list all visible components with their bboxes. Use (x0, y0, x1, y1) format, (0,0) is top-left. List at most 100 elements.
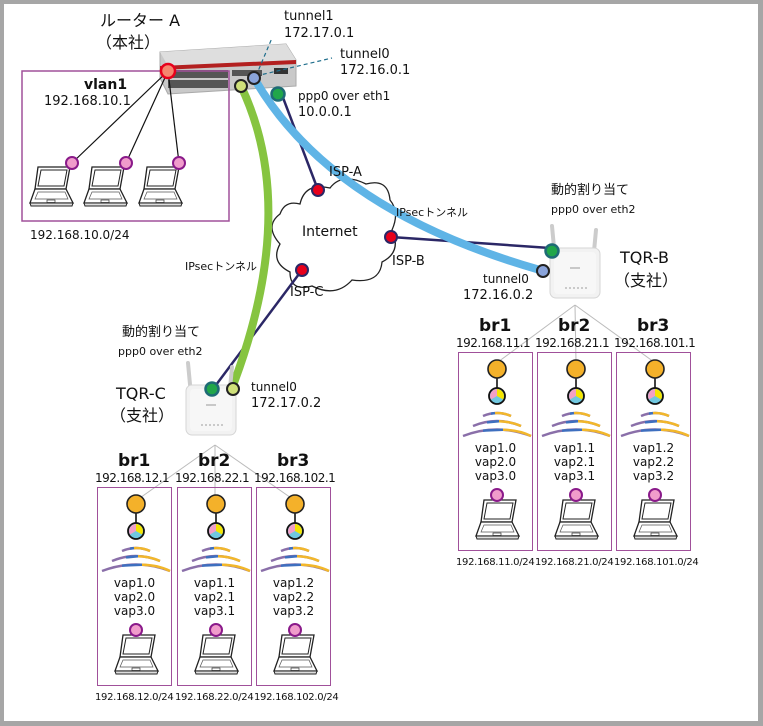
bridge-subnet: 192.168.21.0/24 (535, 557, 614, 568)
tqr-b-name: TQR-B (620, 248, 670, 267)
vap-name: vap1.1 (553, 441, 596, 455)
tunnel0-label: tunnel0 (340, 47, 390, 62)
tqr-b-wan-port-icon (544, 243, 560, 259)
vap-name: vap3.0 (113, 604, 156, 618)
vap-name: vap3.1 (553, 469, 596, 483)
bridge-subnet: 192.168.12.0/24 (95, 692, 174, 703)
tunnel1-label: tunnel1 (284, 9, 334, 24)
bridge-node-icon (645, 359, 665, 379)
wireless-client-port-icon (129, 623, 143, 637)
isp-b-label: ISP-B (392, 254, 425, 269)
bridge-lan-box (97, 487, 172, 686)
ipsec-tunnel-c (228, 84, 273, 390)
bridge-name: br2 (558, 316, 591, 336)
bridge-node-icon (285, 494, 305, 514)
tqr-b-wan-label: ppp0 over eth2 (551, 203, 636, 216)
vap-name: vap2.0 (113, 590, 156, 604)
wireless-client-port-icon (209, 623, 223, 637)
bridge-name: br1 (479, 316, 512, 336)
vap-name: vap3.2 (632, 469, 675, 483)
tqr-c-tunnel0-port-icon (226, 382, 240, 396)
lan-client-port-icon (172, 156, 186, 170)
internet-label: Internet (302, 224, 358, 240)
router-a-site: （本社） (96, 33, 161, 52)
bridge-lan-box (537, 352, 612, 551)
vlan1-port-icon (159, 62, 177, 80)
wan-port-icon (270, 86, 286, 102)
tunnel0-leader-line (255, 57, 333, 77)
bridge-lan-box (458, 352, 533, 551)
bridge-subnet: 192.168.11.0/24 (456, 557, 535, 568)
bridge-ip: 192.168.12.1 (95, 471, 170, 485)
bridge-node-icon (566, 359, 586, 379)
vap-name: vap3.2 (272, 604, 315, 618)
router-a-lan-links (71, 70, 180, 164)
bridge-ip: 192.168.11.1 (456, 336, 531, 350)
tqr-c-name: TQR-C (116, 384, 166, 403)
wireless-client-port-icon (569, 488, 583, 502)
bridge-name: br3 (277, 451, 310, 471)
wireless-client-port-icon (648, 488, 662, 502)
lan-client-laptop-icon (83, 166, 128, 207)
tqr-c-device (184, 361, 238, 437)
wireless-client-port-icon (288, 623, 302, 637)
vap-name: vap1.1 (193, 576, 236, 590)
lan-client-laptop-icon (138, 166, 183, 207)
bridge-lan-box (256, 487, 331, 686)
tqr-c-bridge-links (136, 444, 295, 501)
bridge-node-icon (126, 494, 146, 514)
lan-client-laptop-icon (29, 166, 74, 207)
router-a-name: ルーター A (100, 11, 181, 30)
router-a-lan-box (21, 70, 230, 222)
vap-name: vap1.2 (272, 576, 315, 590)
bridge-ip: 192.168.102.1 (254, 471, 336, 485)
tqr-b-device (548, 224, 602, 300)
isp-a-node-icon (311, 183, 325, 197)
tunnel0-port-icon (247, 71, 261, 85)
vap-name: vap2.1 (553, 455, 596, 469)
lan-client-port-icon (119, 156, 133, 170)
tqr-b-tunnel-ip: 172.16.0.2 (463, 288, 534, 303)
vlan1-label: vlan1 (84, 77, 128, 93)
ipsec-tunnel-b-label: IPsecトンネル (396, 206, 469, 219)
router-a-lan-subnet: 192.168.10.0/24 (30, 228, 130, 242)
vap-name: vap3.0 (474, 469, 517, 483)
bridge-name: br1 (118, 451, 151, 471)
wan-ip: 10.0.0.1 (298, 105, 352, 120)
vap-name: vap3.1 (193, 604, 236, 618)
vap-name: vap2.2 (272, 590, 315, 604)
tqr-c-site: （支社） (110, 406, 175, 425)
vlan1-ip: 192.168.10.1 (44, 94, 131, 109)
vap-name: vap1.0 (474, 441, 517, 455)
bridge-lan-box (616, 352, 691, 551)
bridge-name: br3 (637, 316, 670, 336)
tqr-b-tunnel-label: tunnel0 (483, 272, 529, 286)
ipsec-tunnel-c-label: IPsecトンネル (185, 260, 258, 273)
tqr-b-tunnel0-port-icon (536, 264, 550, 278)
router-a-device (159, 43, 297, 95)
isp-a-label: ISP-A (329, 165, 362, 180)
isp-b-node-icon (384, 230, 398, 244)
isp-c-label: ISP-C (290, 285, 324, 300)
bridge-ip: 192.168.22.1 (175, 471, 250, 485)
vap-name: vap2.0 (474, 455, 517, 469)
vap-name: vap2.1 (193, 590, 236, 604)
lan-client-port-icon (65, 156, 79, 170)
vap-name: vap1.0 (113, 576, 156, 590)
tqr-c-wan-port-icon (204, 381, 220, 397)
bridge-subnet: 192.168.101.0/24 (614, 557, 699, 568)
tunnel1-port-icon (234, 79, 248, 93)
tqr-c-wan-assign: 動的割り当て (122, 325, 201, 340)
bridge-name: br2 (198, 451, 231, 471)
vap-name: vap2.2 (632, 455, 675, 469)
wireless-client-port-icon (490, 488, 504, 502)
tunnel0-ip: 172.16.0.1 (340, 63, 411, 78)
tqr-c-tunnel-ip: 172.17.0.2 (251, 396, 322, 411)
